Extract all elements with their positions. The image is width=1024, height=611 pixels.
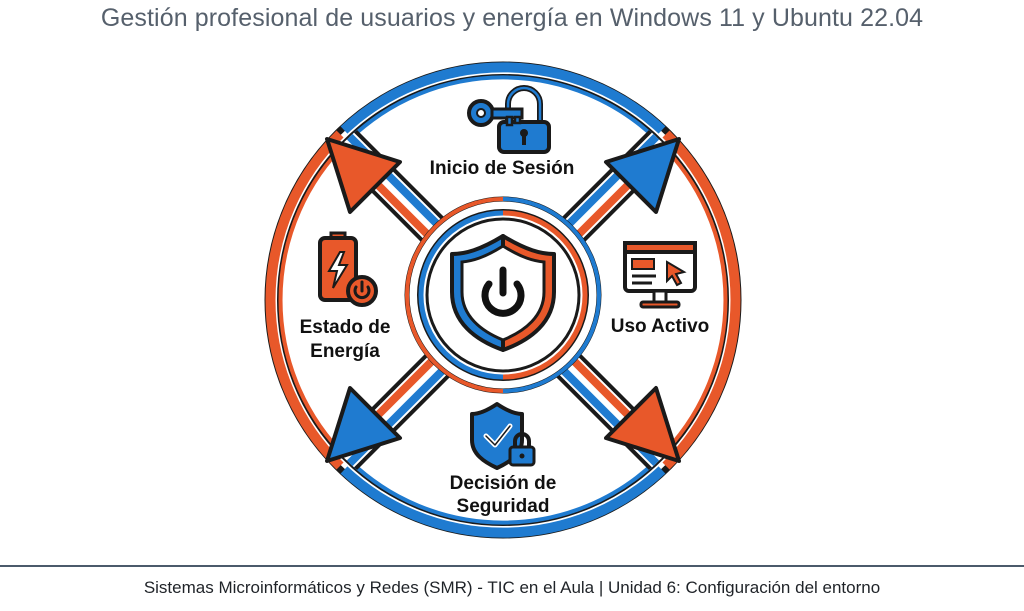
label-decision-line2: Seguridad [457, 496, 550, 517]
label-estado-line2: Energía [310, 341, 380, 362]
arrow-bottom-right [604, 386, 681, 463]
arrow-top-right [604, 137, 681, 214]
label-inicio-sesion: Inicio de Sesión [430, 158, 575, 179]
label-estado-line1: Estado de [300, 317, 391, 338]
footer-text: Sistemas Microinformáticos y Redes (SMR)… [143, 578, 881, 597]
arrow-top-left [325, 137, 402, 214]
shield-power-icon [450, 234, 556, 352]
monitor-cursor-icon [623, 241, 697, 309]
label-uso-activo: Uso Activo [611, 316, 710, 337]
label-decision-line1: Decisión de [450, 473, 557, 494]
key-lock-icon [467, 85, 551, 154]
shield-check-lock-icon [470, 402, 536, 470]
battery-power-icon [318, 231, 378, 307]
arrow-bottom-left [325, 386, 402, 463]
footer-divider [0, 565, 1024, 567]
outer-ring [264, 61, 742, 539]
page-title: Gestión profesional de usuarios y energí… [100, 4, 924, 32]
